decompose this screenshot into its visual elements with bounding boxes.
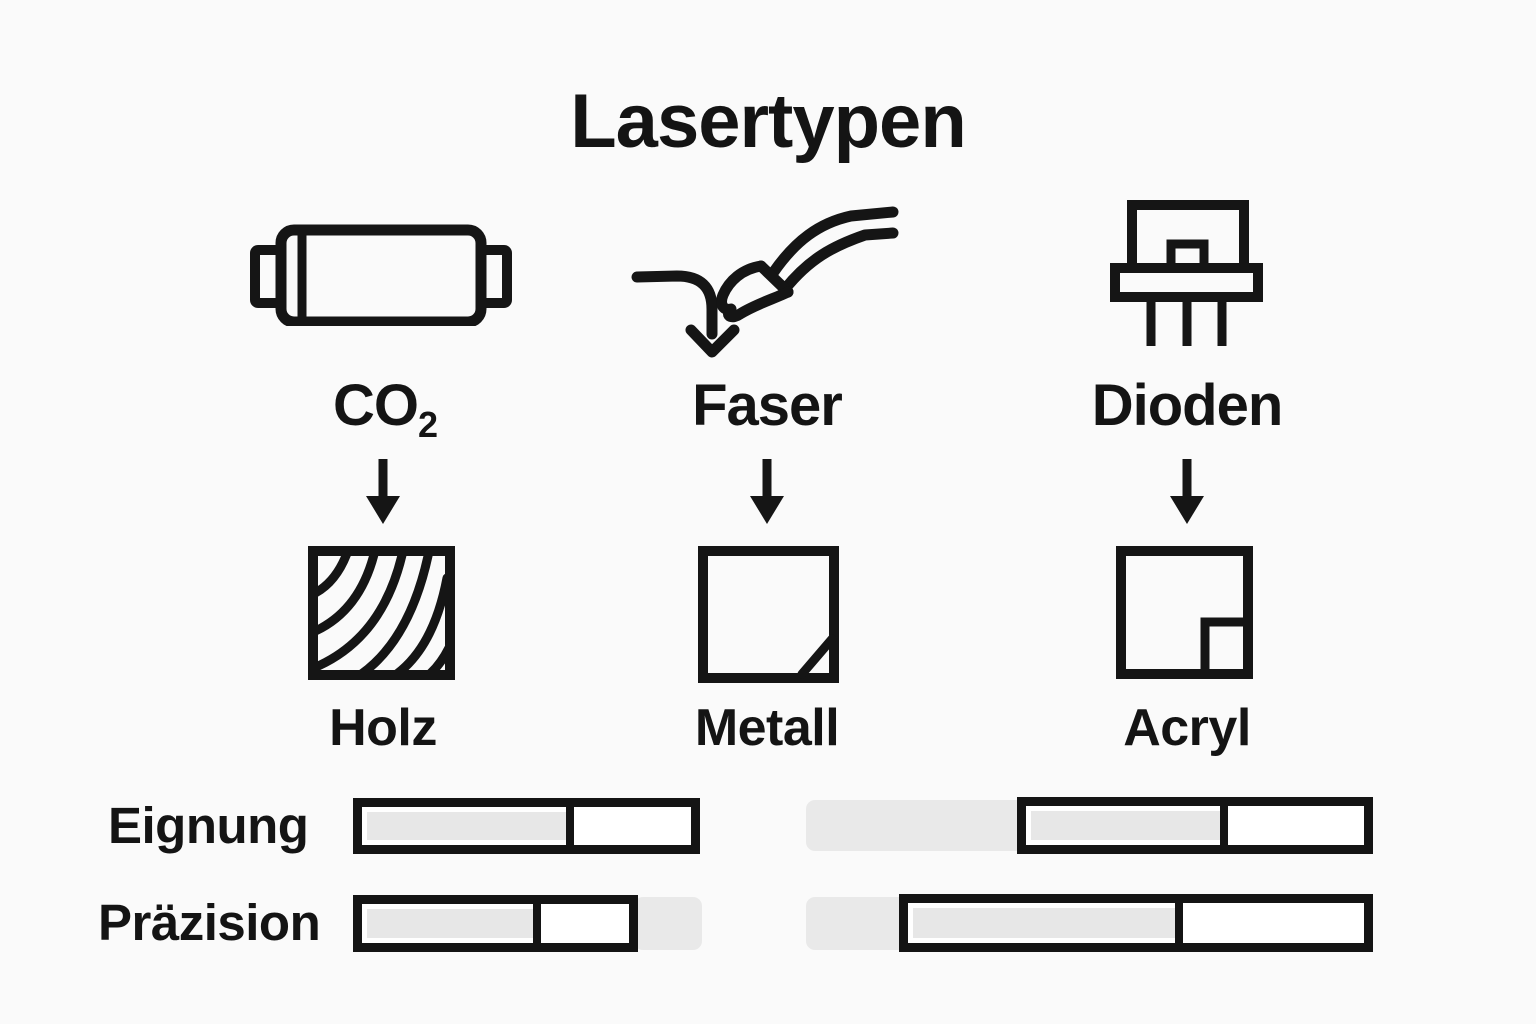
bar-fill-segment: [362, 807, 566, 845]
acrylic-swatch-icon: [1116, 546, 1253, 679]
co2-label-subscript: 2: [417, 404, 438, 445]
co2-label-text: CO: [332, 373, 419, 438]
praezision-bar-right: [899, 894, 1373, 952]
metric-label-praezision: Präzision: [98, 894, 321, 951]
bar-fill-segment: [908, 903, 1175, 943]
eignung-track-right: [806, 800, 1017, 851]
wood-grain-swatch-icon: [308, 546, 455, 680]
eignung-bar-left: [353, 798, 700, 854]
bar-divider: [565, 807, 574, 845]
eignung-bar-right: [1017, 797, 1373, 854]
bar-divider: [1174, 903, 1183, 943]
bar-empty-segment: [540, 904, 629, 943]
material-label-metall: Metall: [694, 699, 840, 757]
metric-label-eignung: Eignung: [108, 797, 309, 854]
bar-fill-segment: [362, 904, 533, 943]
down-arrow-icon: [1170, 459, 1204, 524]
praezision-bar-left: [353, 895, 638, 952]
laser-label-co2: CO2: [332, 372, 438, 446]
material-label-acryl: Acryl: [1123, 699, 1251, 757]
praezision-track-left-ext: [634, 897, 702, 950]
fiber-laser-icon: [631, 206, 899, 358]
down-arrow-icon: [366, 459, 400, 524]
co2-tube-laser-icon: [250, 224, 512, 326]
bar-empty-segment: [1228, 806, 1364, 845]
bar-divider: [532, 904, 541, 943]
bar-empty-segment: [573, 807, 691, 845]
metal-swatch-icon: [698, 546, 839, 683]
laser-label-dioden: Dioden: [1091, 373, 1284, 438]
diode-laser-icon: [1110, 200, 1263, 346]
laser-label-faser: Faser: [692, 373, 843, 438]
down-arrow-icon: [750, 459, 784, 524]
bar-fill-segment: [1026, 806, 1221, 845]
page-title: Lasertypen: [570, 79, 967, 164]
bar-empty-segment: [1182, 903, 1364, 943]
material-label-holz: Holz: [329, 699, 437, 757]
bar-divider: [1220, 806, 1229, 845]
